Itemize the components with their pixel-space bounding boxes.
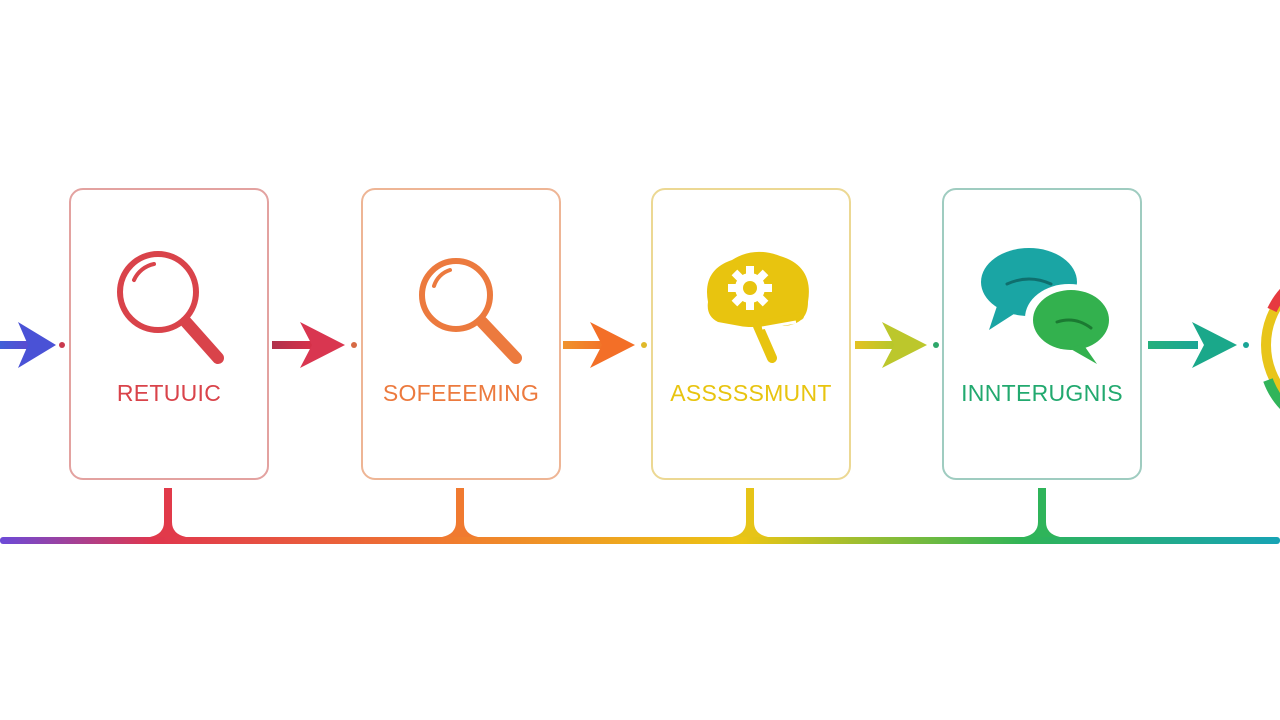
timeline-connector bbox=[1024, 488, 1060, 537]
step-card-3: ASSSSSMUNT bbox=[651, 188, 851, 480]
flow-arrow bbox=[272, 322, 357, 368]
magnifier-icon bbox=[117, 251, 224, 364]
step-label: RETUUIC bbox=[116, 380, 222, 406]
step-label: ASSSSSMUNT bbox=[670, 380, 832, 406]
step-card-1: RETUUIC bbox=[69, 188, 269, 480]
flow-arrow bbox=[855, 322, 939, 368]
step-card-4: INNTERUGNIS bbox=[942, 188, 1142, 480]
flow-arrow bbox=[0, 322, 65, 368]
flow-arrow bbox=[1148, 322, 1249, 368]
timeline-bar bbox=[0, 537, 1280, 544]
next-step-circle bbox=[1261, 289, 1280, 409]
chat-bubbles-icon bbox=[981, 248, 1109, 364]
step-label: SOFEEEMING bbox=[382, 380, 540, 406]
brain-gear-icon bbox=[707, 251, 809, 363]
flow-arrow bbox=[563, 322, 647, 368]
step-label: INNTERUGNIS bbox=[961, 380, 1123, 406]
timeline-connector bbox=[150, 488, 186, 537]
step-card-2: SOFEEEMING bbox=[361, 188, 561, 480]
magnifier-icon bbox=[419, 258, 522, 364]
timeline-connector bbox=[442, 488, 478, 537]
timeline-connector bbox=[732, 488, 768, 537]
